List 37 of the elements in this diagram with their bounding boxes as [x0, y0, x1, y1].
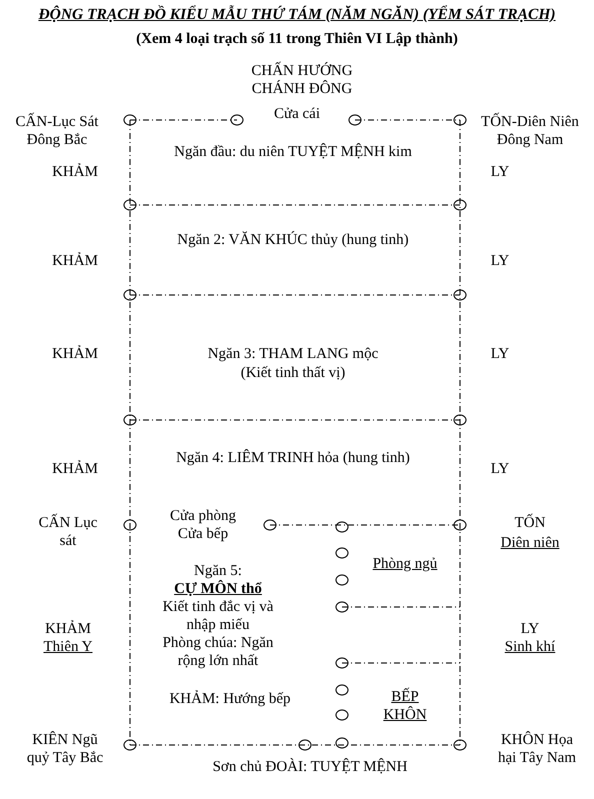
door-label: Cửa cái: [272, 105, 322, 123]
direction-label: KHẢM: [51, 252, 99, 270]
direction-label: Sinh khí: [504, 638, 556, 656]
direction-label: CẤN Lục sát: [38, 514, 98, 550]
room-label: Ngăn 4: LIÊM TRINH hỏa (hung tinh): [175, 449, 411, 467]
direction-label: LY: [520, 620, 540, 638]
door-label: Cửa phòng Cửa bếp: [168, 507, 238, 543]
direction-label: LY: [490, 252, 510, 270]
direction-label: KHẢM: [51, 163, 99, 181]
room-label: (Kiết tinh thất vị): [240, 364, 346, 382]
title: ĐỘNG TRẠCH ĐỒ KIỂU MẪU THỨ TÁM (NĂM NGĂN) (YỂM SÁT TRẠCH): [37, 6, 557, 24]
direction-label: Diên niên: [500, 534, 560, 552]
direction-label: Thiên Y: [42, 638, 94, 656]
direction-label: LY: [490, 345, 510, 363]
room-label: CỰ MÔN thổ: [173, 580, 263, 598]
direction-label: KHẢM: [51, 345, 99, 363]
subtitle: (Xem 4 loại trạch số 11 trong Thiên VI Lập thành): [135, 30, 459, 48]
direction-label: LY: [490, 460, 510, 478]
direction-label: TỐN: [514, 514, 546, 532]
room-label: BẾP KHÔN: [382, 688, 428, 724]
room-label: Phòng chúa: Ngăn rộng lớn nhất: [162, 634, 274, 670]
room-label: KHẢM: Hướng bếp: [168, 690, 292, 708]
direction-label: CHẤN HƯỚNG CHÁNH ĐÔNG: [250, 62, 354, 98]
direction-label: KHẢM: [44, 620, 92, 638]
direction-label: LY: [490, 163, 510, 181]
room-label: Ngăn 2: VĂN KHÚC thủy (hung tinh): [176, 231, 410, 249]
room-label: Ngăn đầu: du niên TUYỆT MỆNH kim: [173, 143, 413, 161]
direction-label: KIÊN Ngũ quỷ Tây Bắc: [26, 731, 104, 767]
room-label: Phòng ngủ: [372, 555, 438, 573]
direction-label: TỐN-Diên Niên Đông Nam: [480, 113, 580, 149]
room-label: Ngăn 3: THAM LANG mộc: [206, 345, 380, 363]
direction-label: KHẢM: [51, 460, 99, 478]
direction-label: CẤN-Lục Sát Đông Bắc: [14, 113, 100, 149]
room-label: Kiết tinh đắc vị và nhập miếu: [162, 598, 274, 634]
direction-label: KHÔN Họa hại Tây Nam: [497, 731, 577, 767]
direction-label: Sơn chủ ĐOÀI: TUYỆT MỆNH: [212, 758, 408, 776]
room-label: Ngăn 5:: [193, 562, 243, 580]
